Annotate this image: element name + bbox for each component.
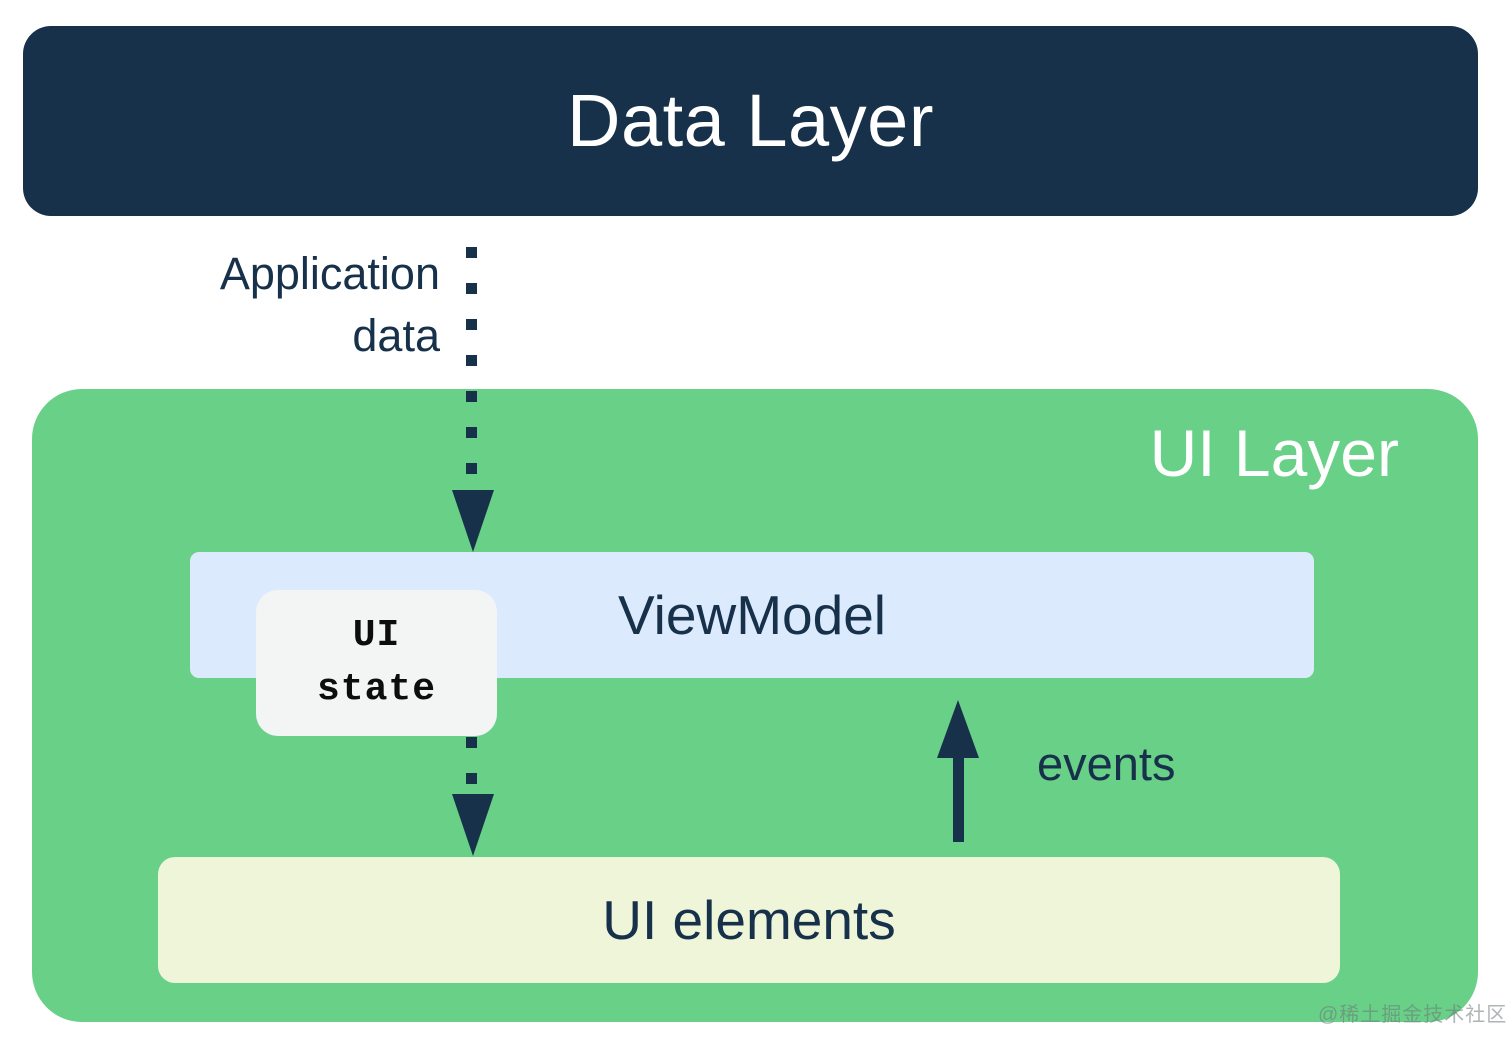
dotted-segment (466, 247, 477, 258)
dotted-segment (466, 737, 477, 748)
events-arrow-up-icon (932, 700, 984, 842)
ui-state-chip-line-1: UI (352, 614, 401, 658)
arrow-shaft (953, 754, 964, 842)
dotted-segment (466, 463, 477, 474)
ui-elements-label: UI elements (602, 888, 896, 951)
ui-elements-box: UI elements (158, 857, 1340, 983)
events-label: events (1037, 737, 1176, 790)
ui-layer-title: UI Layer (1149, 416, 1399, 490)
application-data-label: Application data (219, 248, 440, 362)
dotted-segment (466, 319, 477, 330)
dotted-segment (466, 355, 477, 366)
ui-state-arrow (452, 732, 496, 856)
ui-state-chip: UI state (256, 590, 497, 736)
viewmodel-label: ViewModel (617, 583, 887, 646)
arrowhead-up-icon (937, 700, 979, 758)
data-layer-box: Data Layer (23, 26, 1478, 216)
dotted-segment (466, 391, 477, 402)
ui-state-chip-line-2: state (316, 668, 437, 711)
dotted-segment (466, 773, 477, 784)
dotted-segment (466, 427, 477, 438)
application-data-arrow (452, 240, 496, 552)
data-layer-title: Data Layer (567, 79, 934, 162)
arrowhead-down-icon (452, 794, 494, 856)
dotted-segment (466, 283, 477, 294)
arrowhead-down-icon (452, 490, 494, 552)
